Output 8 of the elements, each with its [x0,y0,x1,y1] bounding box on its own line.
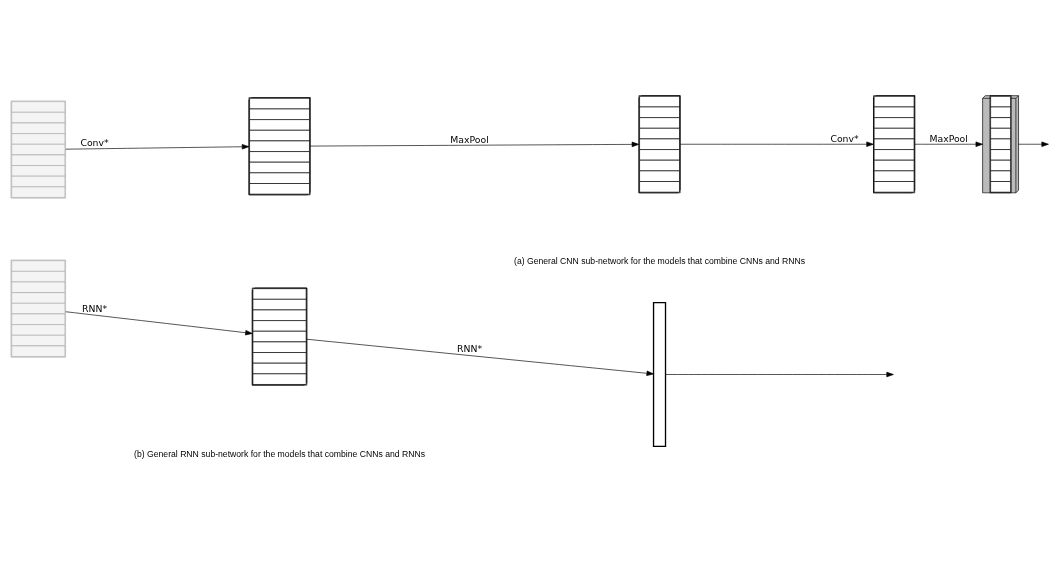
edge-label: RNN* [82,303,108,315]
label: (b) General RNN sub-network for the models that combine CNNs and RNNs [134,448,426,459]
edge-label: RNN* [457,343,483,355]
edge-label: MaxPool [450,134,489,146]
edge-label: Conv* [80,137,109,149]
label: (a) General CNN sub-network for the models that combine CNNs and RNNs [514,256,806,267]
edge-label: MaxPool [929,132,968,144]
edge-label: Conv* [830,132,859,144]
